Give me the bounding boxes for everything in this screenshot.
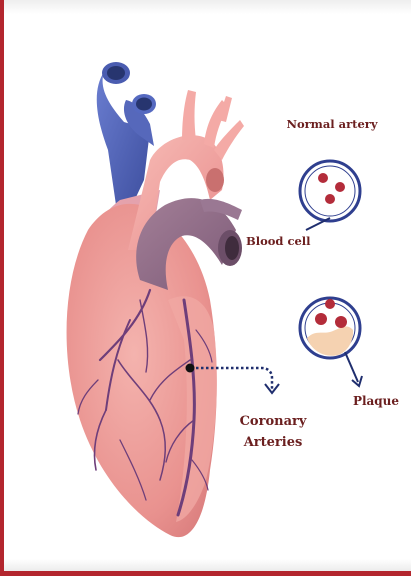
blood-cell	[325, 194, 335, 204]
blood-cell	[315, 313, 327, 325]
blood-cell-label: Blood cell	[246, 234, 304, 248]
coronary-arteries-label: Coronary Arteries	[238, 411, 308, 453]
plaque-pointer	[345, 352, 362, 386]
blood-cell	[335, 182, 345, 192]
plaque-artery-cross-section	[300, 298, 360, 358]
coronary-label-line2: Arteries	[238, 432, 308, 453]
plaque-label: Plaque	[352, 394, 400, 408]
normal-artery-label: Normal artery	[284, 117, 380, 131]
blood-cell	[325, 299, 335, 309]
blood-cell	[335, 316, 347, 328]
coronary-label-line1: Coronary	[238, 411, 308, 432]
blood-cell	[318, 173, 328, 183]
normal-artery-cross-section	[300, 161, 360, 221]
